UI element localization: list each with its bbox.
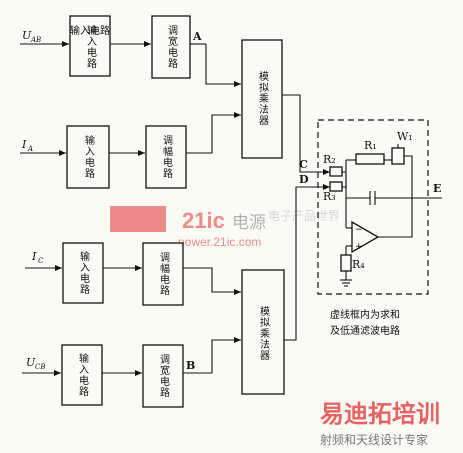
multiplier-2-text: 模拟乘法器 [257, 305, 269, 361]
svg-text:I: I [31, 250, 37, 263]
signal-c: C [299, 158, 308, 171]
label-r2: R₂ [323, 153, 336, 166]
pwm-circuit-2-text: 调宽电路 [157, 354, 169, 398]
svg-text:U: U [22, 29, 32, 42]
multiplier-1-text: 模拟乘法器 [256, 70, 268, 126]
svg-text:C: C [38, 257, 44, 265]
signal-e: E [433, 182, 441, 195]
input-circuit-4-text: 输入电路 [76, 353, 88, 397]
label-r1: R₁ [364, 139, 377, 152]
svg-text:I: I [21, 138, 27, 151]
input-circuit-1-text: 输入电路 [84, 25, 96, 69]
dashed-note-line1: 虚线框内为求和 [330, 310, 400, 321]
label-r4: R₄ [352, 258, 365, 271]
am-circuit-1-text: 调幅电路 [160, 135, 172, 179]
svg-text:AB: AB [30, 36, 41, 44]
am-circuit-2-text: 调幅电路 [157, 252, 169, 296]
input-circuit-2-text: 输入电路 [82, 135, 94, 179]
input-ic: I C [31, 250, 44, 265]
input-circuit-1-label: 输入电路 [70, 24, 110, 37]
svg-text:A: A [27, 145, 33, 153]
svg-text:易迪拓培训: 易迪拓培训 [320, 400, 440, 428]
svg-text:U: U [26, 356, 36, 369]
svg-text:+: + [355, 242, 363, 252]
summing-filter-box [317, 119, 429, 295]
signal-b: B [186, 359, 195, 372]
am-circuit-1 [145, 125, 187, 189]
label-r3: R₃ [323, 190, 336, 203]
input-circuit-1 [69, 15, 111, 77]
watermark-21ic: 21ic 电源 电子产品世界 power.21ic.com [110, 206, 340, 249]
resistor-r2 [329, 166, 343, 177]
input-ucb: U CB [26, 356, 46, 371]
am-circuit-2 [142, 242, 184, 306]
svg-text:power.21ic.com: power.21ic.com [178, 235, 261, 249]
input-circuit-3-text: 输入电路 [77, 251, 89, 295]
resistor-r1 [355, 153, 385, 165]
ground-icon [340, 279, 352, 287]
multiplier-2 [241, 269, 285, 395]
svg-text:21ic: 21ic [182, 208, 225, 233]
svg-text:电源: 电源 [232, 213, 266, 233]
watermark-brand: 易迪拓培训 射频和天线设计专家 [320, 400, 440, 447]
signal-d: D [299, 173, 309, 186]
svg-text:−: − [355, 225, 363, 235]
pwm-circuit-2 [142, 344, 184, 408]
input-ia: I A [21, 138, 33, 153]
dashed-note-line2: 及低通滤波电路 [330, 326, 400, 337]
label-w1: W₁ [397, 130, 413, 143]
input-circuit-2 [66, 125, 110, 189]
op-amp [351, 220, 380, 254]
input-circuit-3 [62, 242, 104, 304]
svg-text:CB: CB [35, 363, 46, 371]
resistor-r4 [340, 254, 352, 272]
multiplier-1 [241, 39, 283, 159]
potentiometer-w1 [391, 147, 405, 165]
pwm-circuit-1 [151, 15, 191, 79]
input-uab: U AB [22, 29, 41, 44]
svg-text:射频和天线设计专家: 射频和天线设计专家 [320, 432, 428, 447]
pwm-circuit-1-text: 调宽电路 [165, 25, 177, 69]
input-circuit-4 [61, 344, 103, 406]
signal-a: A [192, 30, 202, 43]
svg-text:电子产品世界: 电子产品世界 [268, 209, 340, 223]
